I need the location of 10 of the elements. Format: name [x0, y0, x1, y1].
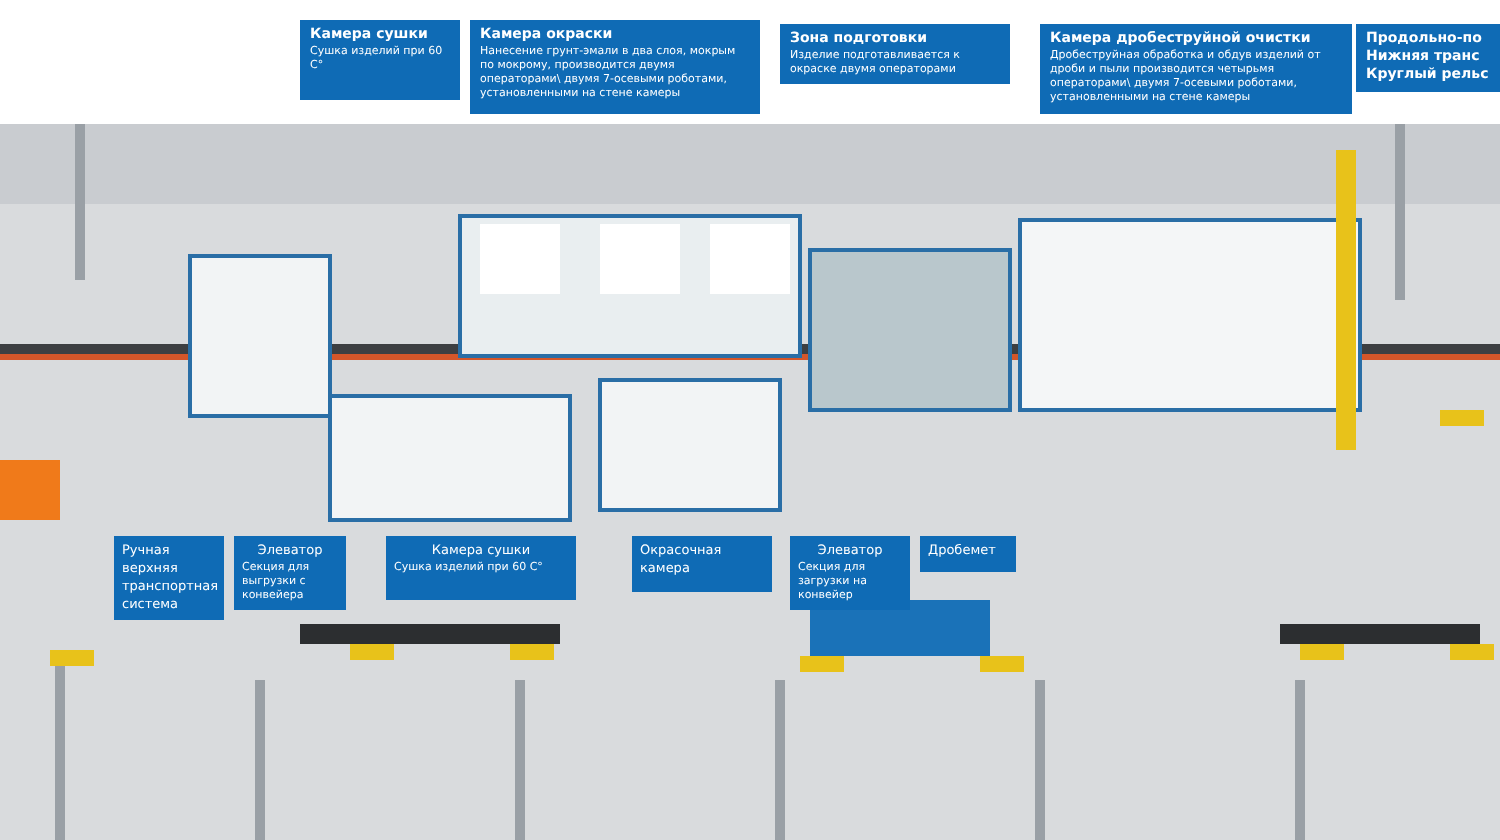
callout-card — [790, 536, 910, 610]
callout-card — [780, 24, 1010, 84]
callout-card — [632, 536, 772, 592]
callout-card — [1356, 24, 1500, 92]
callout-card — [470, 20, 760, 114]
callout-card — [920, 536, 1016, 572]
callout-card — [1040, 24, 1352, 114]
callout-card — [300, 20, 460, 100]
callout-card — [386, 536, 576, 600]
callout-card — [234, 536, 346, 610]
